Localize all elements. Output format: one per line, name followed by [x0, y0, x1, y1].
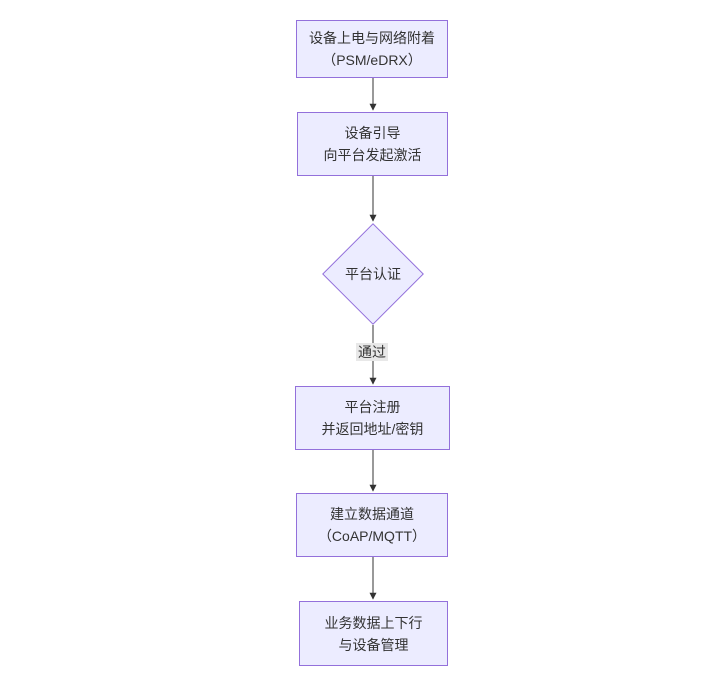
node-power-attach: 设备上电与网络附着 （PSM/eDRX） [296, 20, 448, 78]
node-power-attach-line2: （PSM/eDRX） [322, 52, 422, 68]
node-platform-auth-label: 平台认证 [345, 266, 401, 282]
node-data-channel-line1: 建立数据通道 [330, 506, 414, 522]
node-bootstrap: 设备引导 向平台发起激活 [297, 112, 448, 176]
node-register: 平台注册 并返回地址/密钥 [295, 386, 450, 450]
node-business-line1: 业务数据上下行 [324, 614, 423, 631]
node-bootstrap-line1: 设备引导 [344, 125, 401, 141]
node-business-line2: 与设备管理 [338, 636, 409, 653]
node-data-channel: 建立数据通道 （CoAP/MQTT） [296, 493, 448, 557]
edge-label-pass: 通过 [356, 343, 388, 361]
node-bootstrap-line2: 向平台发起激活 [323, 147, 422, 163]
node-data-channel-line2: （CoAP/MQTT） [317, 528, 427, 544]
node-register-line2: 并返回地址/密钥 [321, 421, 424, 437]
node-power-attach-line1: 设备上电与网络附着 [309, 30, 435, 46]
node-register-line1: 平台注册 [344, 399, 401, 415]
node-business: 业务数据上下行 与设备管理 [299, 601, 448, 666]
